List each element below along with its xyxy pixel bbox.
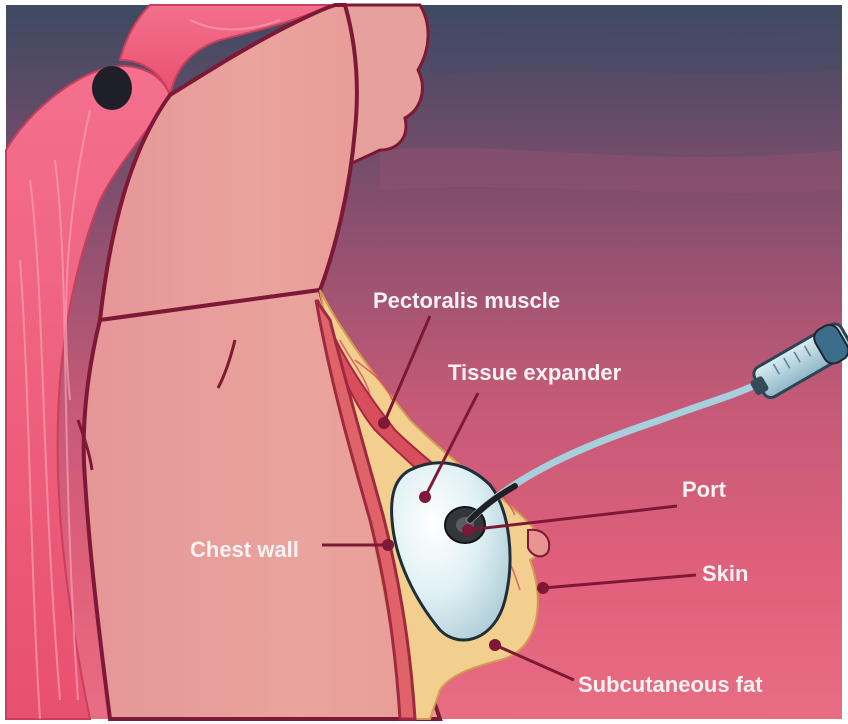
label-port: Port [682, 477, 727, 502]
label-skin: Skin [702, 561, 748, 586]
label-subcutaneous-fat: Subcutaneous fat [578, 672, 763, 697]
dot-pectoralis [378, 417, 390, 429]
label-tissue-expander: Tissue expander [448, 360, 622, 385]
dot-subcutaneous-fat [489, 639, 501, 651]
dot-chest-wall [382, 539, 394, 551]
dot-skin [537, 582, 549, 594]
dot-port [462, 524, 474, 536]
label-chest-wall: Chest wall [190, 537, 299, 562]
dot-tissue-expander [419, 491, 431, 503]
label-pectoralis-muscle: Pectoralis muscle [373, 288, 560, 313]
hair-tie [92, 66, 132, 110]
